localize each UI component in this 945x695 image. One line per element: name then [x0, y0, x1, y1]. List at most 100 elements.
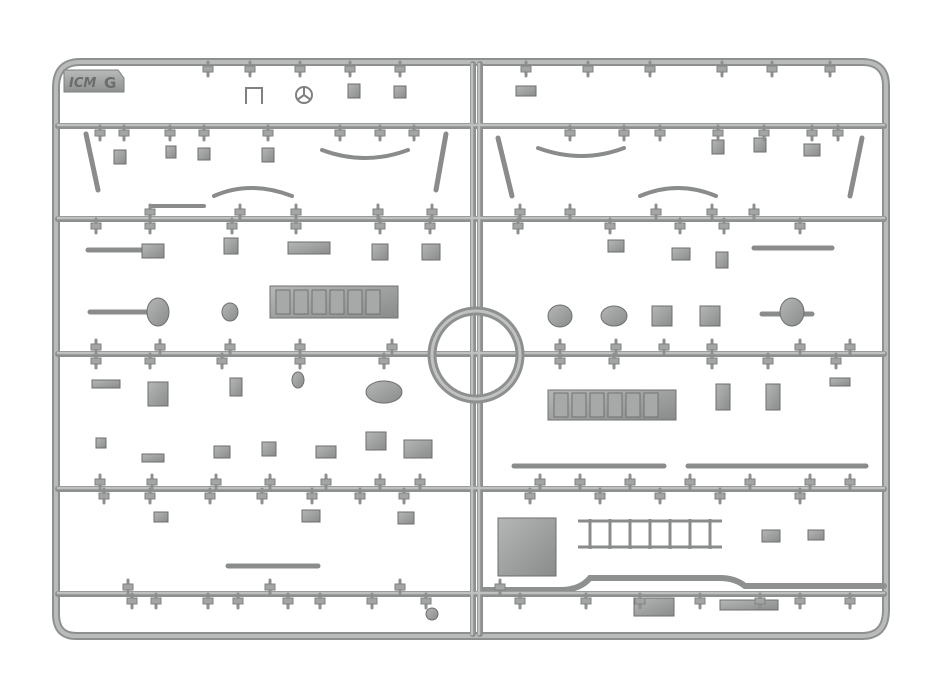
gate-tab — [794, 222, 806, 230]
gate-tab — [202, 597, 214, 605]
gate-tab — [674, 222, 686, 230]
gate-tab — [514, 597, 526, 605]
gate-tab — [624, 478, 636, 486]
gate-tab — [706, 208, 718, 216]
gate-tab — [794, 343, 806, 351]
gate-tab — [426, 208, 438, 216]
gate-tab — [650, 208, 662, 216]
maker-logo-tag: ICM G — [63, 69, 125, 93]
gate-tab — [610, 343, 622, 351]
gate-tab — [262, 129, 274, 137]
gate-tab — [716, 65, 728, 73]
gate-tab — [414, 478, 426, 486]
gate-tab — [748, 208, 760, 216]
gate-tab — [94, 129, 106, 137]
gate-tab — [744, 478, 756, 486]
gate-tab — [420, 597, 432, 605]
gate-tab — [534, 478, 546, 486]
gate-tab — [408, 129, 420, 137]
gate-tab — [658, 343, 670, 351]
steering-wheel-part — [245, 86, 313, 104]
maker-logo: ICM — [69, 76, 96, 91]
rail-parts — [83, 131, 869, 569]
gate-tab — [226, 222, 238, 230]
gate-tab — [216, 357, 228, 365]
gate-tab — [520, 65, 532, 73]
gate-tab — [514, 208, 526, 216]
gate-tab — [144, 222, 156, 230]
gate-tab — [594, 492, 606, 500]
gate-tab — [256, 492, 268, 500]
gate-tab — [654, 492, 666, 500]
gate-tab — [714, 492, 726, 500]
gate-tab — [718, 222, 730, 230]
gate-tab — [366, 597, 378, 605]
gate-tab — [202, 65, 214, 73]
gate-tab — [290, 222, 302, 230]
gate-tab — [806, 129, 818, 137]
gate-tab — [154, 343, 166, 351]
gate-tab — [314, 597, 326, 605]
gate-tab — [386, 343, 398, 351]
gate-tab — [144, 208, 156, 216]
gate-tab — [512, 222, 524, 230]
gate-tab — [844, 478, 856, 486]
gate-tab — [294, 65, 306, 73]
gate-tab — [830, 357, 842, 365]
central-ring — [427, 306, 525, 404]
gate-tab — [90, 357, 102, 365]
gate-tab — [554, 357, 566, 365]
sprue-gates — [90, 60, 856, 610]
gate-tab — [374, 478, 386, 486]
gate-tab — [198, 129, 210, 137]
gate-tab — [794, 492, 806, 500]
runners — [55, 61, 887, 637]
gate-tab — [234, 208, 246, 216]
gate-tab — [144, 492, 156, 500]
gate-tab — [844, 343, 856, 351]
gate-tab — [264, 583, 276, 591]
gate-tab — [564, 129, 576, 137]
gate-tab — [706, 343, 718, 351]
gate-tab — [294, 357, 306, 365]
gate-tab — [524, 492, 536, 500]
outer-frame — [52, 58, 890, 640]
gate-tab — [224, 343, 236, 351]
ladder-parts — [269, 285, 677, 421]
gate-tab — [378, 357, 390, 365]
gate-tab — [264, 478, 276, 486]
gate-tab — [582, 65, 594, 73]
gate-tab — [118, 129, 130, 137]
long-ladder-part — [578, 519, 722, 549]
gate-tab — [494, 583, 506, 591]
gate-tab — [424, 222, 436, 230]
gate-tab — [618, 129, 630, 137]
gate-tab — [290, 208, 302, 216]
gate-tab — [694, 597, 706, 605]
gate-tab — [282, 597, 294, 605]
gate-tab — [824, 65, 836, 73]
gate-tab — [98, 492, 110, 500]
gate-tab — [244, 65, 256, 73]
gate-tab — [320, 478, 332, 486]
gate-tab — [306, 492, 318, 500]
gate-tab — [832, 129, 844, 137]
gate-tab — [398, 492, 410, 500]
gate-tab — [354, 492, 366, 500]
gate-tab — [580, 597, 592, 605]
gate-tab — [754, 597, 766, 605]
gate-tab — [634, 597, 646, 605]
gate-tab — [122, 583, 134, 591]
gate-tab — [712, 129, 724, 137]
gate-tab — [374, 129, 386, 137]
gate-tab — [758, 129, 770, 137]
frame-letter: G — [104, 74, 116, 92]
gate-tab — [210, 478, 222, 486]
gate-tab — [334, 129, 346, 137]
gate-tab — [554, 343, 566, 351]
gate-tab — [762, 357, 774, 365]
gate-tab — [204, 492, 216, 500]
small-parts — [91, 83, 851, 621]
gate-tab — [604, 222, 616, 230]
